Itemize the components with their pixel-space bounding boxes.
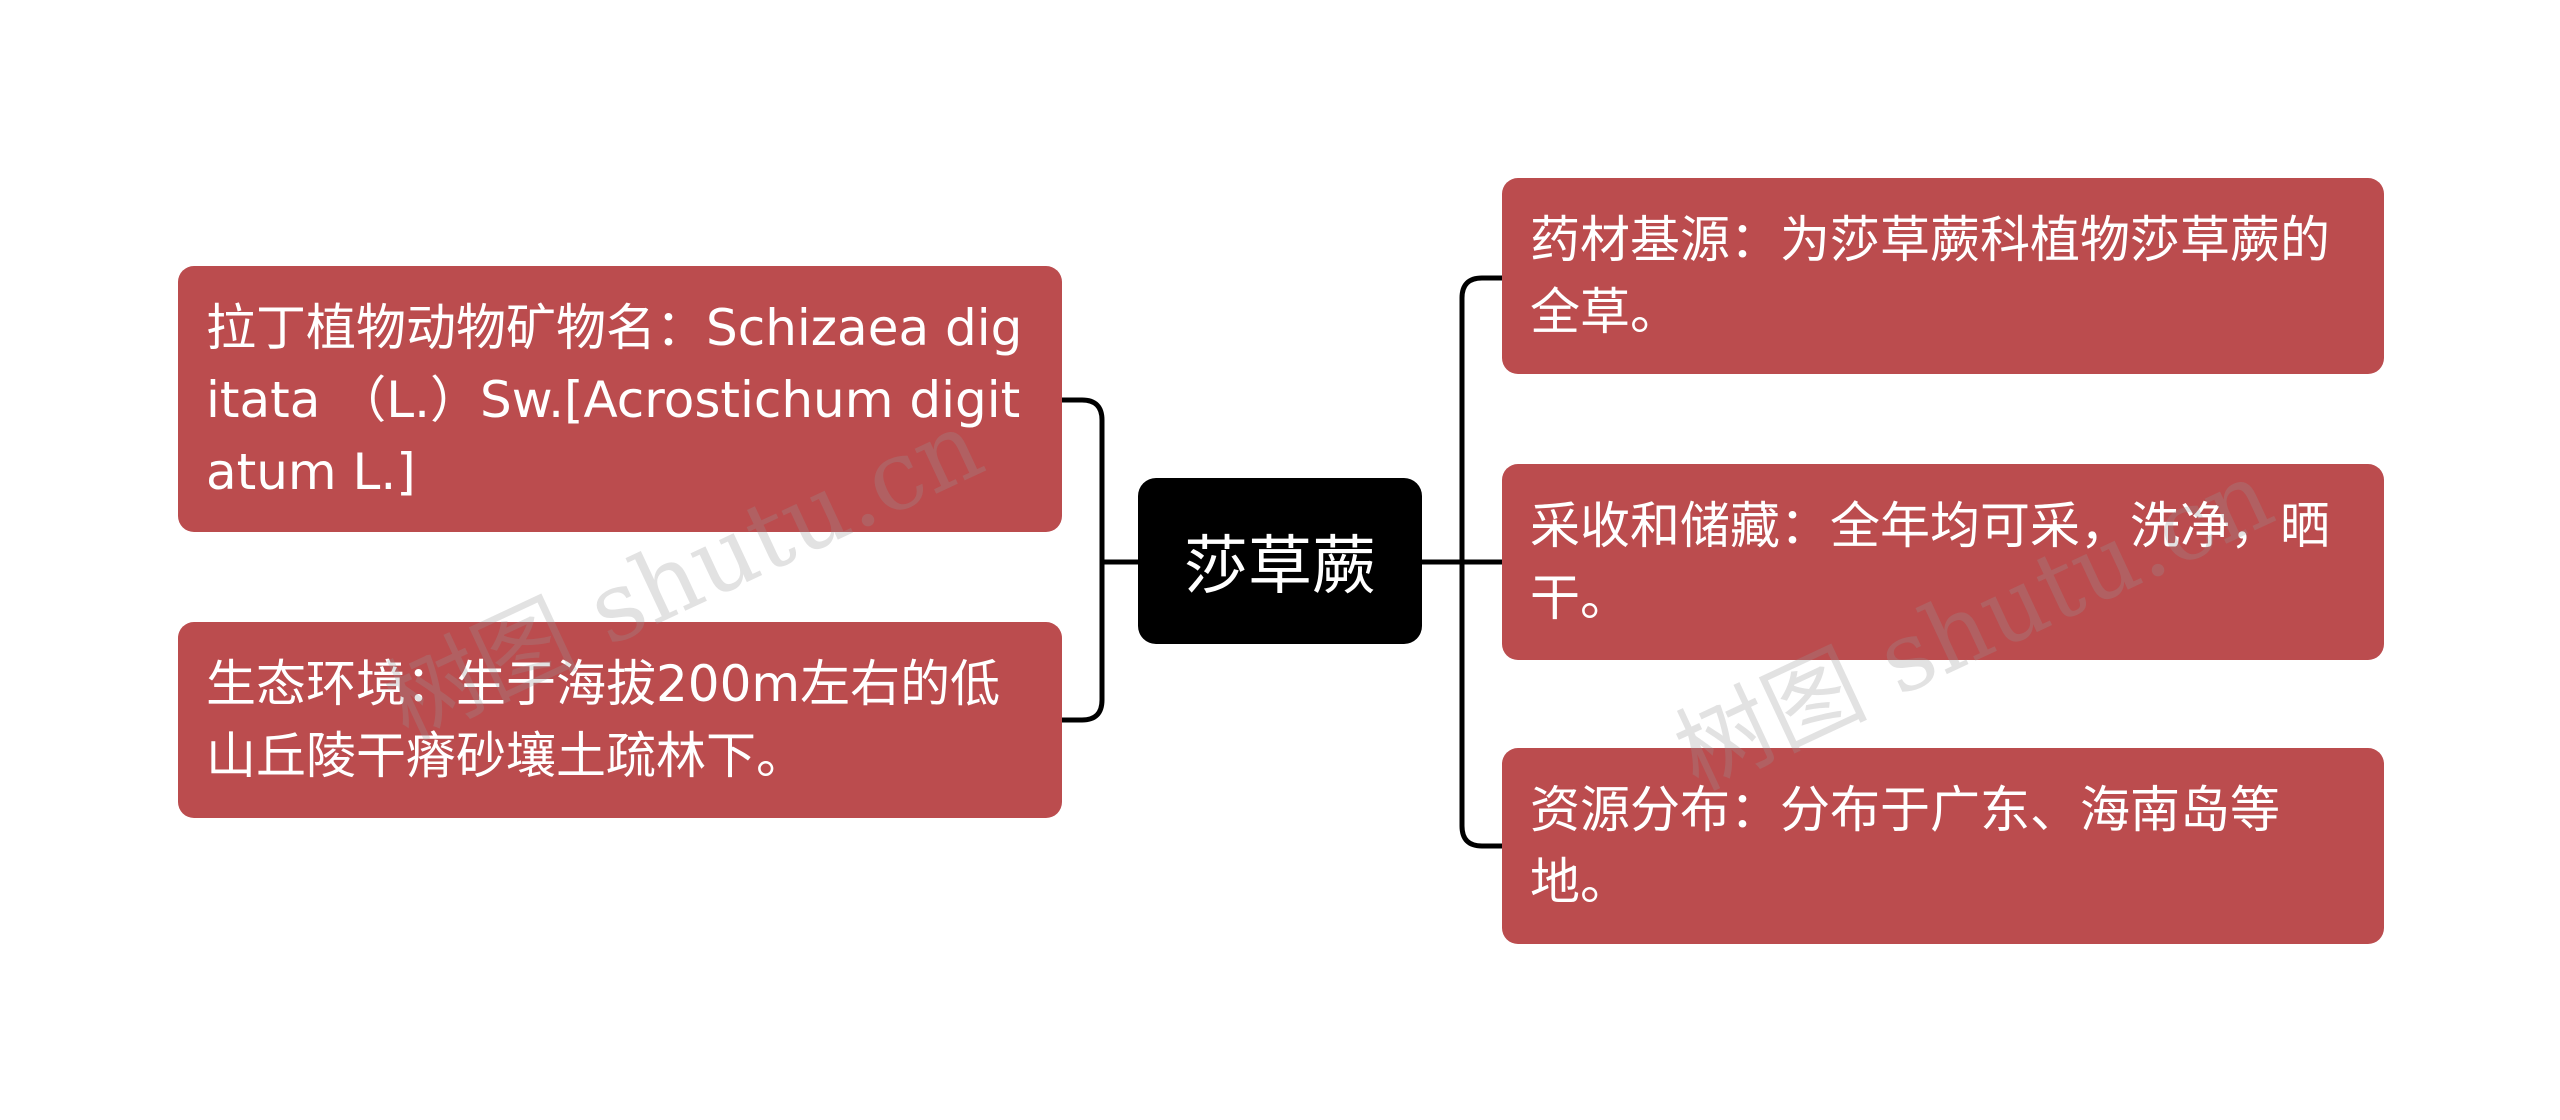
left-node-latin-name-text: 拉丁植物动物矿物名：Schizaea digitata （L.）Sw.[Acro…: [206, 299, 1023, 501]
central-topic-label: 莎草蕨: [1184, 530, 1376, 604]
right-node-harvest-text: 采收和储藏：全年均可采，洗净，晒干。: [1530, 497, 2330, 627]
right-node-source-text: 药材基源：为莎草蕨科植物莎草蕨的全草。: [1530, 211, 2330, 341]
connector-right-bracket: [1459, 275, 1502, 849]
right-node-source[interactable]: 药材基源：为莎草蕨科植物莎草蕨的全草。: [1502, 178, 2384, 374]
left-node-latin-name[interactable]: 拉丁植物动物矿物名：Schizaea digitata （L.）Sw.[Acro…: [178, 266, 1062, 532]
left-node-habitat[interactable]: 生态环境：生于海拔200m左右的低山丘陵干瘠砂壤土疏林下。: [178, 622, 1062, 818]
left-node-habitat-text: 生态环境：生于海拔200m左右的低山丘陵干瘠砂壤土疏林下。: [206, 655, 1001, 785]
right-node-distribution[interactable]: 资源分布：分布于广东、海南岛等地。: [1502, 748, 2384, 944]
central-topic[interactable]: 莎草蕨: [1138, 478, 1422, 644]
connector-left-bracket: [1060, 397, 1105, 723]
right-node-harvest[interactable]: 采收和储藏：全年均可采，洗净，晒干。: [1502, 464, 2384, 660]
right-node-distribution-text: 资源分布：分布于广东、海南岛等地。: [1530, 781, 2280, 911]
